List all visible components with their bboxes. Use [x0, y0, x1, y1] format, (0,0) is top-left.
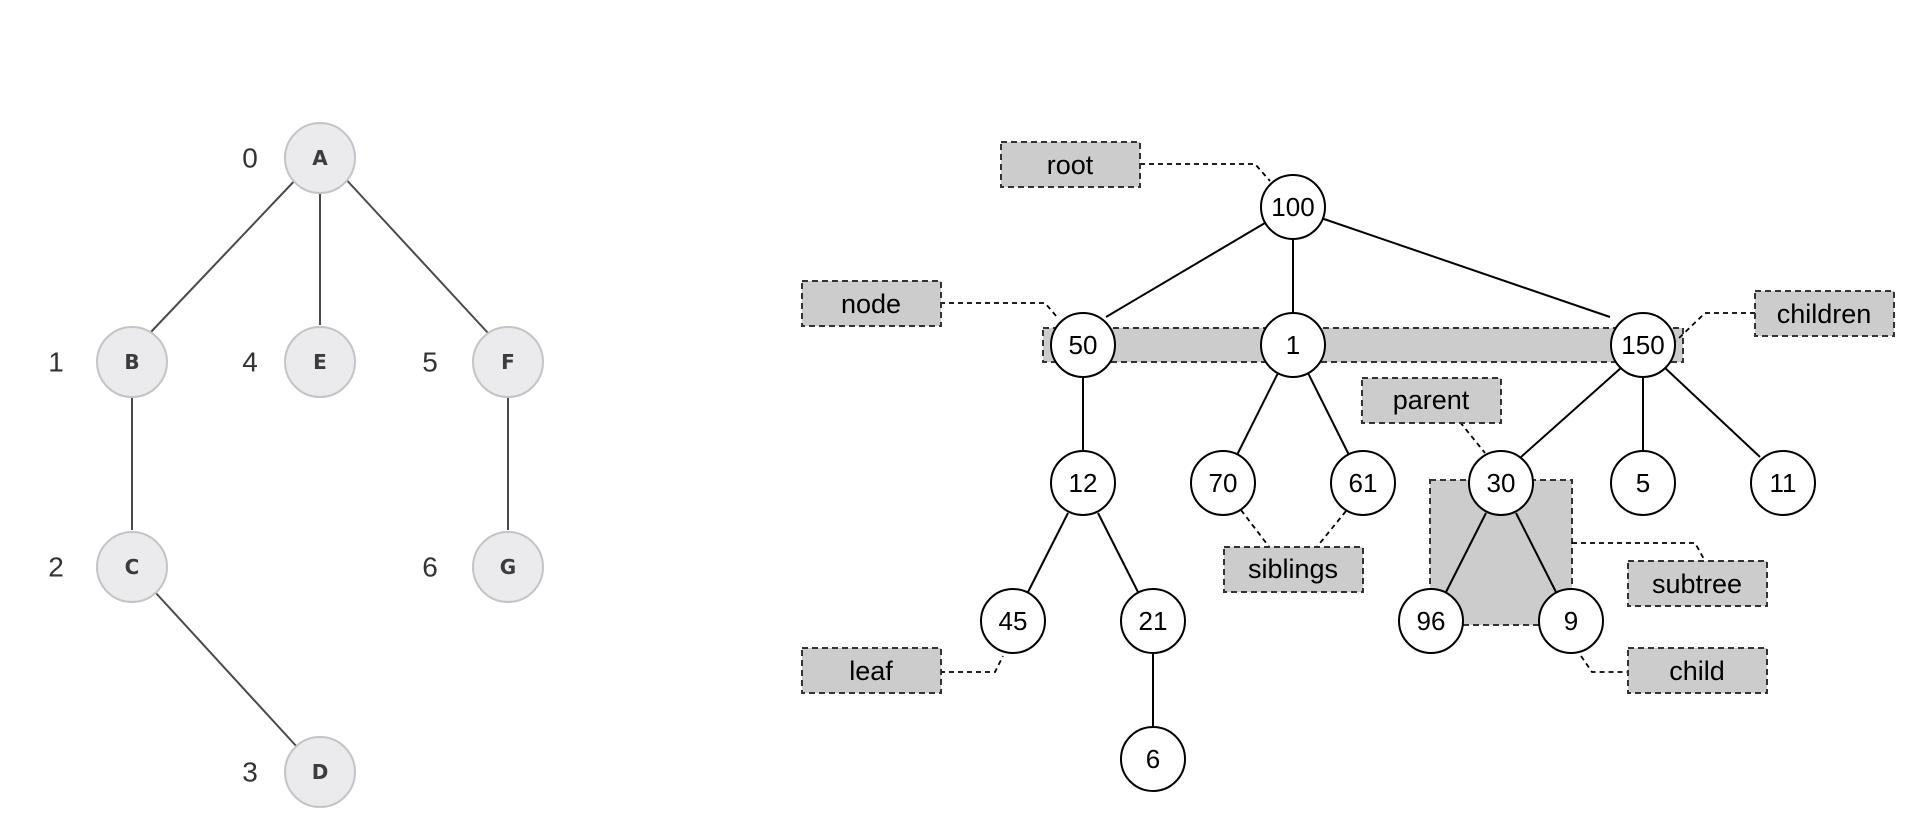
node-letter: E — [313, 350, 327, 374]
tree-node-1: 1 — [1260, 312, 1326, 378]
node-value: 5 — [1636, 468, 1650, 498]
visit-order: 3 — [242, 757, 258, 788]
svg-text:children: children — [1777, 299, 1872, 329]
label-node: node — [801, 280, 942, 327]
svg-text:child: child — [1669, 656, 1725, 686]
visit-order: 2 — [48, 552, 64, 583]
dfs-node-f: F 5 — [422, 326, 544, 398]
dfs-node-a: A 0 — [242, 122, 356, 194]
edge-12-45 — [1026, 512, 1069, 595]
node-value: 45 — [999, 606, 1028, 636]
svg-text:node: node — [841, 289, 901, 319]
node-value: 70 — [1209, 468, 1238, 498]
leaf-leader — [940, 655, 1004, 673]
dfs-tree: A 0 B 1 E 4 F 5 C 2 G 6 D — [48, 122, 544, 808]
tree-node-12: 12 — [1050, 450, 1116, 516]
node-letter: B — [124, 350, 139, 374]
root-leader — [1140, 163, 1271, 182]
svg-text:leaf: leaf — [849, 656, 893, 686]
edge-1-70 — [1236, 372, 1279, 456]
edge-100-50 — [1105, 219, 1271, 318]
visit-order: 4 — [242, 347, 258, 378]
siblings-leader-left — [1240, 509, 1271, 549]
tree-node-100: 100 — [1260, 174, 1326, 240]
label-parent: parent — [1361, 377, 1502, 424]
node-value: 96 — [1417, 606, 1446, 636]
node-letter: F — [501, 350, 515, 374]
tree-node-70: 70 — [1190, 450, 1256, 516]
edge-150-11 — [1663, 366, 1761, 458]
tree-node-11: 11 — [1750, 450, 1816, 516]
svg-text:root: root — [1047, 150, 1094, 180]
subtree-leader — [1572, 542, 1706, 562]
node-letter: G — [500, 555, 516, 579]
svg-text:parent: parent — [1393, 385, 1470, 415]
children-leader — [1675, 312, 1755, 342]
node-letter: D — [312, 760, 329, 784]
tree-node-6: 6 — [1120, 726, 1186, 792]
node-value: 50 — [1069, 330, 1098, 360]
node-value: 21 — [1139, 606, 1168, 636]
dfs-node-c: C 2 — [48, 531, 168, 603]
dfs-node-e: E 4 — [242, 326, 356, 398]
tree-node-30: 30 — [1468, 450, 1534, 516]
node-letter: C — [125, 555, 140, 579]
dfs-node-b: B 1 — [48, 326, 168, 398]
label-siblings: siblings — [1223, 546, 1364, 593]
edge-100-150 — [1320, 217, 1611, 318]
siblings-leader-right — [1315, 510, 1347, 549]
tree-node-21: 21 — [1120, 588, 1186, 654]
node-value: 30 — [1487, 468, 1516, 498]
edge-c-d — [154, 591, 299, 749]
node-value: 11 — [1770, 468, 1797, 498]
dfs-node-g: G 6 — [422, 531, 544, 603]
tree-node-9: 9 — [1538, 588, 1604, 654]
label-subtree: subtree — [1627, 560, 1768, 607]
edge-a-f — [341, 174, 489, 334]
node-value: 12 — [1069, 468, 1098, 498]
svg-text:subtree: subtree — [1652, 569, 1742, 599]
edge-30-9 — [1515, 512, 1558, 595]
edge-30-96 — [1444, 512, 1487, 595]
tree-node-150: 150 — [1610, 312, 1676, 378]
node-value: 6 — [1146, 744, 1160, 774]
node-value: 9 — [1564, 606, 1578, 636]
node-value: 100 — [1271, 192, 1314, 222]
edge-a-b — [149, 174, 301, 334]
children-highlight — [1042, 327, 1684, 363]
visit-order: 0 — [242, 143, 258, 174]
label-child: child — [1627, 647, 1768, 694]
visit-order: 5 — [422, 347, 438, 378]
child-leader — [1580, 655, 1628, 673]
visit-order: 6 — [422, 552, 438, 583]
node-value: 150 — [1621, 330, 1664, 360]
tree-node-96: 96 — [1398, 588, 1464, 654]
terminology-tree: 100 50 1 150 12 70 61 30 — [801, 141, 1895, 792]
label-leaf: leaf — [801, 647, 942, 694]
edge-150-30 — [1520, 366, 1623, 458]
tree-node-61: 61 — [1330, 450, 1396, 516]
node-value: 61 — [1349, 468, 1378, 498]
parent-leader — [1459, 421, 1486, 454]
node-value: 1 — [1286, 330, 1300, 360]
edge-12-21 — [1097, 512, 1140, 595]
tree-node-50: 50 — [1050, 312, 1116, 378]
svg-text:siblings: siblings — [1248, 554, 1338, 584]
tree-node-45: 45 — [980, 588, 1046, 654]
label-children: children — [1754, 290, 1895, 337]
tree-node-5: 5 — [1610, 450, 1676, 516]
node-letter: A — [312, 146, 328, 170]
label-root: root — [1000, 141, 1141, 188]
edge-1-61 — [1307, 372, 1350, 456]
visit-order: 1 — [48, 347, 64, 378]
dfs-node-d: D 3 — [242, 736, 356, 808]
node-leader — [940, 302, 1058, 318]
